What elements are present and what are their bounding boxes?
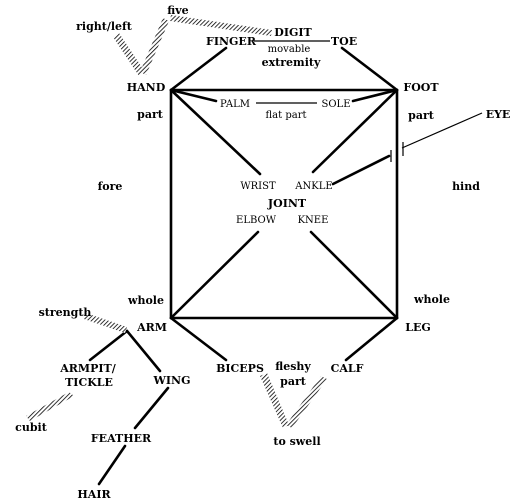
five-hand-connector — [140, 18, 169, 75]
word-fleshy-part: part — [280, 375, 307, 388]
biceps-swell-connector — [260, 373, 289, 428]
word-flat-part: flat part — [266, 110, 307, 121]
arm-wing-line — [125, 329, 162, 373]
five-digit-connector — [170, 15, 272, 36]
word-five: five — [167, 4, 188, 17]
word-fore: fore — [98, 180, 123, 193]
word-elbow: ELBOW — [236, 215, 277, 226]
rightleft-hand-connector — [113, 33, 145, 76]
arm-armpit-line — [88, 329, 129, 362]
word-part-right: part — [408, 109, 435, 122]
word-ankle: ANKLE — [294, 181, 332, 192]
foot-eye-line — [401, 112, 483, 149]
leg-calf-line — [344, 316, 399, 362]
calf-swell-connector — [286, 376, 327, 428]
word-foot: FOOT — [403, 81, 439, 94]
word-part-left: part — [137, 108, 164, 121]
word-calf: CALF — [331, 362, 364, 375]
word-eye: EYE — [486, 108, 511, 121]
word-wing: WING — [153, 374, 191, 387]
word-whole-right: whole — [413, 293, 450, 306]
word-knee: KNEE — [298, 215, 329, 226]
word-fleshy: fleshy — [275, 360, 311, 373]
word-cubit: cubit — [15, 421, 48, 434]
foot-toe-line — [340, 46, 399, 92]
word-strength: strength — [39, 306, 92, 319]
word-wrist: WRIST — [240, 181, 276, 192]
word-to-swell: to swell — [273, 435, 320, 448]
word-arm: ARM — [136, 321, 167, 334]
hand-wrist-line — [169, 88, 262, 176]
word-hand: HAND — [127, 81, 166, 94]
foot-ankle-line — [311, 88, 399, 174]
word-hind: hind — [452, 180, 480, 193]
word-digit: DIGIT — [274, 26, 312, 39]
word-whole-left: whole — [127, 294, 164, 307]
strength-arm-connector — [84, 313, 127, 333]
word-palm: PALM — [220, 99, 250, 110]
word-extremity: extremity — [262, 56, 321, 69]
word-biceps: BICEPS — [216, 362, 264, 375]
arm-elbow-line — [169, 230, 260, 320]
foot-sole-line — [351, 88, 399, 103]
word-toe: TOE — [331, 35, 357, 48]
word-leg: LEG — [405, 321, 431, 334]
feather-hair-line — [97, 444, 127, 486]
ankle-arrow-line — [331, 154, 391, 186]
word-feather: FEATHER — [91, 432, 152, 445]
leg-knee-line — [309, 230, 399, 320]
word-finger: FINGER — [206, 35, 257, 48]
word-movable: movable — [268, 44, 311, 55]
word-armpit: ARMPIT/ — [59, 362, 116, 375]
hand-finger-line — [169, 46, 228, 92]
word-joint: JOINT — [267, 197, 307, 210]
arm-biceps-line — [169, 316, 228, 362]
word-sole: SOLE — [322, 99, 351, 110]
word-hair: HAIR — [77, 488, 111, 501]
word-tickle: TICKLE — [65, 376, 113, 389]
wing-feather-line — [133, 386, 170, 430]
hand-palm-line — [169, 88, 218, 103]
word-right-left: right/left — [76, 20, 133, 33]
armpit-cubit-connector — [26, 392, 74, 421]
